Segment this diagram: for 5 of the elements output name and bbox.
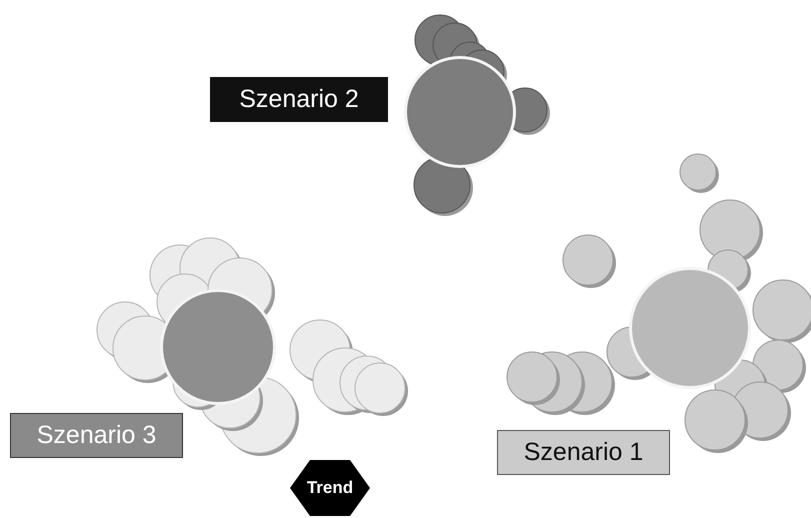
hexagon-label: Trend	[306, 478, 354, 498]
hexagon-shape	[290, 460, 370, 516]
scenario-label: Szenario 3	[10, 413, 183, 458]
scenario-label: Szenario 1	[497, 430, 670, 475]
scenario-label: Szenario 2	[210, 77, 388, 122]
